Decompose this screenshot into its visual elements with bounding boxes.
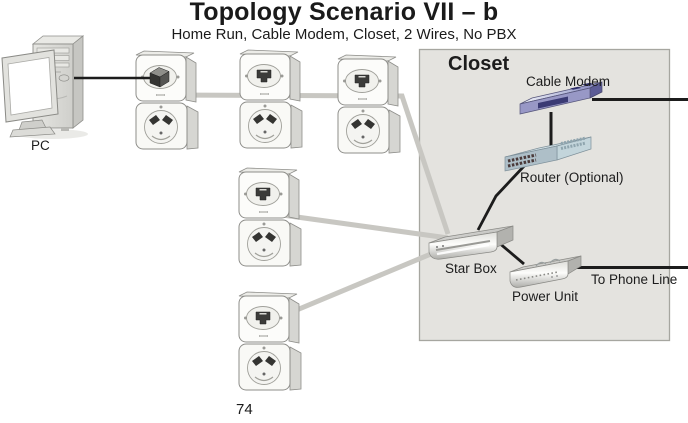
slide-title: Topology Scenario VII – b [189, 0, 499, 26]
power-unit-label: Power Unit [512, 289, 579, 304]
closet-label: Closet [448, 53, 510, 75]
cable-modem-label: Cable Modem [526, 74, 611, 89]
powerunit-front-dots [515, 271, 559, 281]
router-front-slots [507, 158, 537, 168]
modem-top-vent [570, 86, 581, 90]
wall-outlet-4 [238, 167, 302, 267]
star-box-label: Star Box [445, 261, 497, 276]
powerunit-top-mark [535, 261, 547, 267]
powerunit-top-mark [549, 258, 561, 264]
to-phone-line-label: To Phone Line [591, 272, 678, 287]
router-device [504, 136, 592, 172]
star-box-device [428, 225, 514, 260]
wall-outlet-2 [239, 49, 303, 149]
router-side-vents [560, 136, 587, 145]
router-side-vents [560, 141, 587, 150]
wall-outlet-1 [135, 50, 199, 150]
router-front-slots [507, 153, 537, 163]
cable-modem-device [519, 81, 603, 115]
modem-top-vent [582, 82, 593, 86]
pc-monitor [1, 49, 59, 138]
pc-label: PC [31, 138, 50, 153]
wall-outlet-5 [238, 291, 302, 391]
page-number: 74 [236, 401, 253, 418]
pc-screen [7, 57, 53, 116]
wire-outlets-top-run-to-starbox [165, 92, 451, 235]
cable-router-to-starbox [476, 162, 529, 231]
modem-front-panel [538, 96, 568, 109]
power-unit-device [509, 255, 582, 288]
wall-outlet-3 [337, 54, 401, 154]
starbox-front-slot [435, 240, 491, 251]
in-wall-wires [165, 92, 451, 325]
cable-starbox-to-powerunit [497, 240, 525, 266]
closet-cables [476, 98, 688, 269]
pc-port [58, 74, 70, 82]
outlet1-plug [149, 67, 170, 88]
router-label: Router (Optional) [520, 170, 624, 185]
pc [1, 35, 88, 139]
slide-subtitle: Home Run, Cable Modem, Closet, 2 Wires, … [171, 26, 517, 43]
